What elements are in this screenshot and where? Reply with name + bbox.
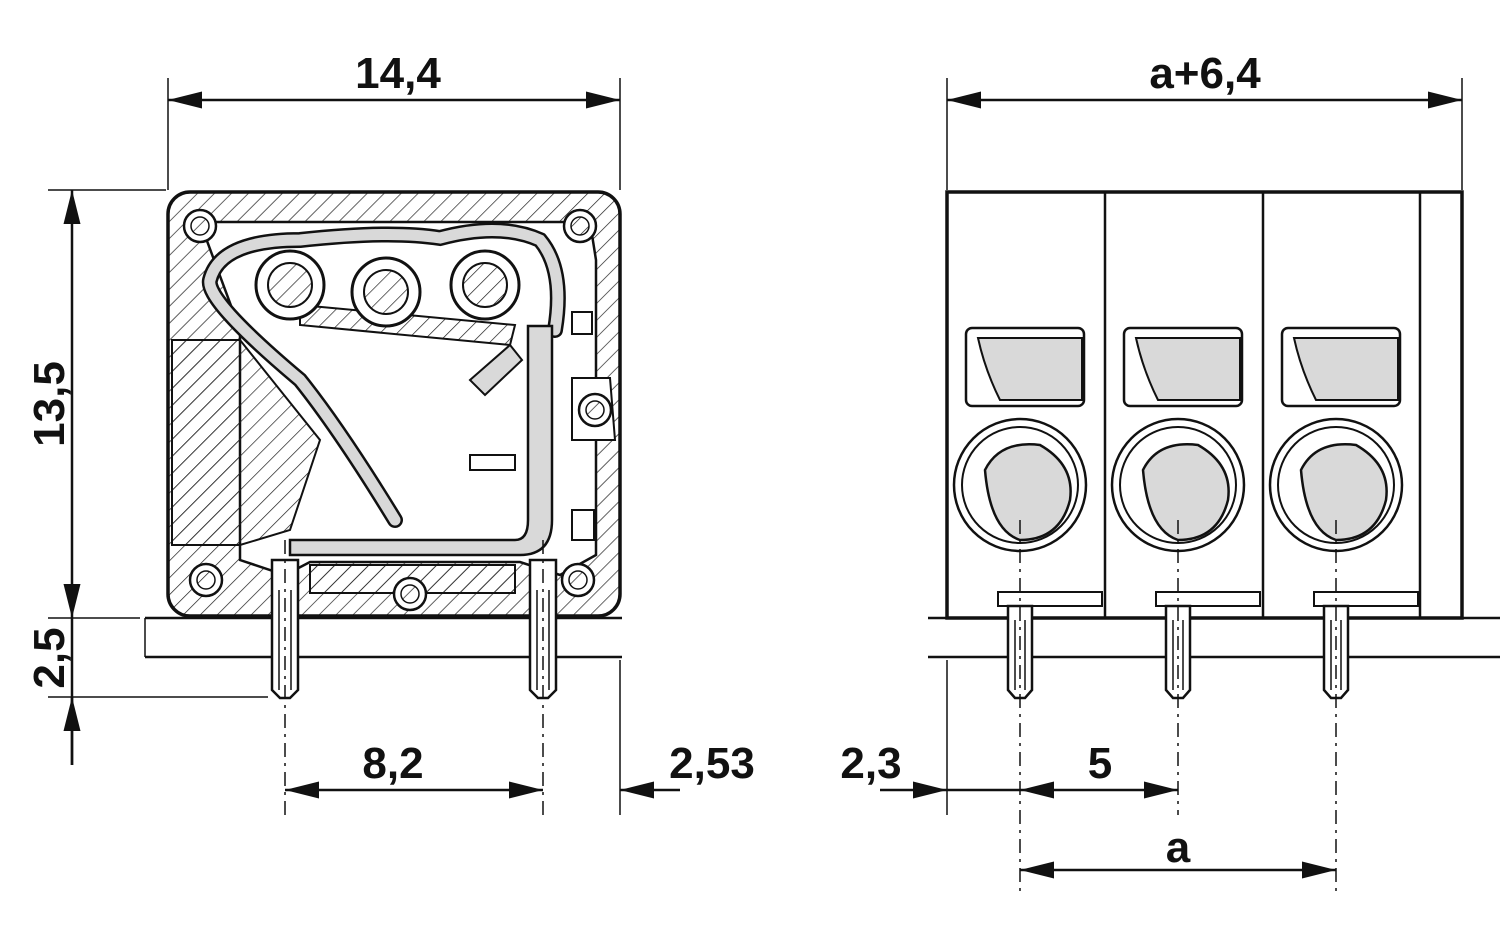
dim-width-front: a+6,4: [1149, 49, 1261, 98]
dim-edge-offset: 2,3: [840, 739, 901, 788]
housing-right-details: [571, 311, 617, 541]
front-dimension-lines: [880, 91, 1462, 879]
side-view: 14,4 13,5 2,5 8,2 2,53: [25, 49, 755, 815]
dim-pin-pitch: 8,2: [362, 739, 423, 788]
dim-width-side: 14,4: [355, 49, 441, 98]
spring-clamp: [201, 222, 566, 528]
front-view: a+6,4 2,3 5 a: [840, 49, 1500, 895]
dim-pin-offset: 2,53: [669, 739, 755, 788]
dim-span: a: [1166, 823, 1191, 872]
dim-pin-length: 2,5: [25, 627, 74, 688]
dim-height-side: 13,5: [25, 361, 74, 447]
side-rivets: [182, 208, 598, 612]
side-dimension-lines: [63, 91, 680, 799]
dim-pitch: 5: [1088, 739, 1112, 788]
pole-3: [1268, 326, 1419, 700]
bus-bar: [288, 324, 554, 557]
pole-1: [952, 326, 1103, 700]
pole-2: [1110, 326, 1261, 700]
cable-holes: [254, 249, 521, 328]
